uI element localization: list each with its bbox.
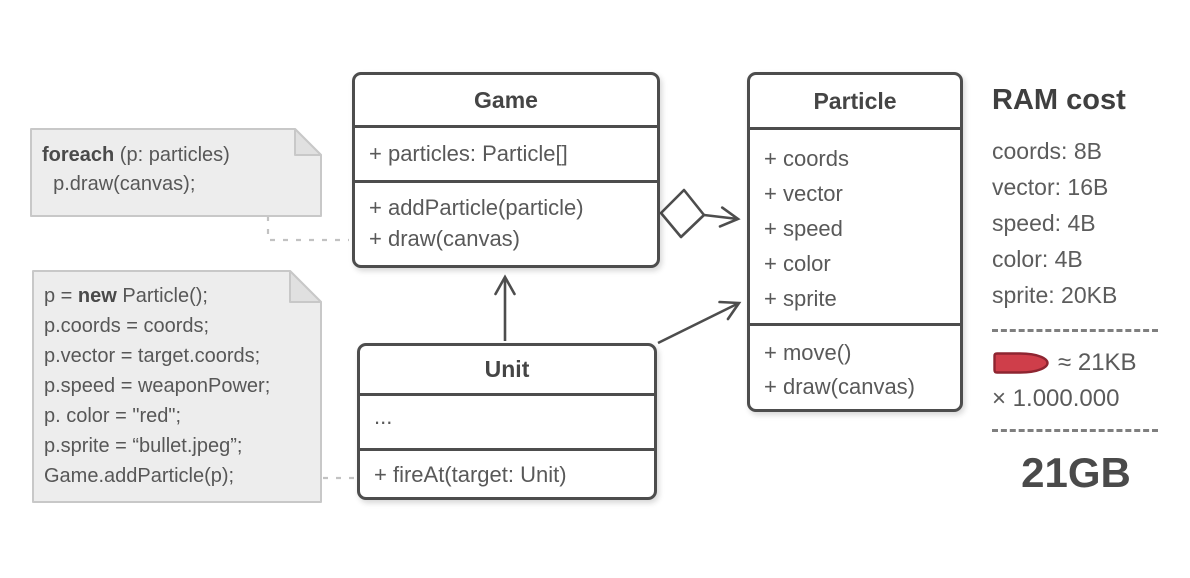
particle-count-multiplier: × 1.000.000 (992, 385, 1120, 412)
code-line: p.sprite = “bullet.jpeg”; (44, 435, 243, 457)
dashed-divider (992, 329, 1158, 332)
class-title-particle: Particle (750, 75, 960, 130)
class-member: + draw(canvas) (764, 374, 916, 399)
class-member: + color (764, 251, 831, 276)
code-line: p. color = "red"; (44, 405, 182, 427)
class-member: + fireAt(target: Unit) (374, 462, 567, 487)
class-methods-unit: + fireAt(target: Unit) (360, 451, 654, 497)
ram-cost-item: speed: 4B (992, 210, 1096, 236)
class-member: + sprite (764, 286, 837, 311)
bullet-cost-label: ≈ 21KB (1058, 349, 1137, 376)
aggregation-diamond (659, 188, 706, 239)
class-box-unit: Unit ... + fireAt(target: Unit) (357, 343, 657, 500)
note-code-text: foreach (p: particles) p.draw(canvas); (30, 128, 322, 199)
ram-cost-item: vector: 16B (992, 174, 1109, 200)
dashed-divider (992, 429, 1158, 432)
class-member: + addParticle(particle) (369, 195, 584, 220)
class-member: + coords (764, 146, 849, 171)
ram-cost-item: sprite: 20KB (992, 282, 1118, 308)
note-fold-corner (294, 128, 322, 156)
class-methods-game: + addParticle(particle) + draw(canvas) (355, 183, 657, 265)
bullet-icon (993, 352, 1049, 374)
ram-cost-item: coords: 8B (992, 138, 1102, 164)
class-box-game: Game + particles: Particle[] + addPartic… (352, 72, 660, 268)
note-connector-draw-loop (266, 216, 349, 242)
class-member: + vector (764, 181, 843, 206)
ram-cost-items: coords: 8B vector: 16B speed: 4B color: 4B s… (992, 133, 1160, 313)
class-box-particle: Particle + coords+ vector+ speed+ color+… (747, 72, 963, 412)
code-line: p.coords = coords; (44, 315, 210, 337)
class-member: + draw(canvas) (369, 226, 521, 251)
note-code-text: p = new Particle(); p.coords = coords; p.v… (32, 270, 322, 491)
ram-total-value: 21GB (1021, 449, 1131, 496)
code-line: p.vector = target.coords; (44, 345, 261, 367)
aggregation-arrow-game-to-particle (703, 206, 741, 228)
note-shape (32, 270, 322, 503)
class-member: ... (374, 404, 393, 429)
code-line: Game.addParticle(p); (44, 465, 235, 487)
class-member: + move() (764, 340, 852, 365)
code-note-draw-loop: foreach (p: particles) p.draw(canvas); (30, 128, 322, 217)
code-line: p = new Particle(); (44, 285, 208, 307)
code-line: p.draw(canvas); (42, 173, 196, 195)
class-member: + speed (764, 216, 843, 241)
ram-cost-item: color: 4B (992, 246, 1083, 272)
note-fold-corner (289, 270, 322, 303)
class-attributes-game: + particles: Particle[] (355, 128, 657, 183)
class-title-game: Game (355, 75, 657, 128)
class-attributes-unit: ... (360, 396, 654, 451)
code-line: foreach (p: particles) (42, 144, 230, 166)
class-methods-particle: + move() + draw(canvas) (750, 326, 960, 409)
code-line: p.speed = weaponPower; (44, 375, 271, 397)
bullet-cost-row: ≈ 21KB (992, 349, 1160, 377)
code-note-fire-at: p = new Particle(); p.coords = coords; p.v… (32, 270, 322, 503)
ram-cost-title: RAM cost (992, 84, 1126, 116)
class-title-unit: Unit (360, 346, 654, 396)
association-arrow-unit-to-particle (657, 300, 742, 345)
class-member: + particles: Particle[] (369, 141, 568, 166)
class-attributes-particle: + coords + vector + speed + color + sprite (750, 130, 960, 326)
note-shape (30, 128, 322, 217)
